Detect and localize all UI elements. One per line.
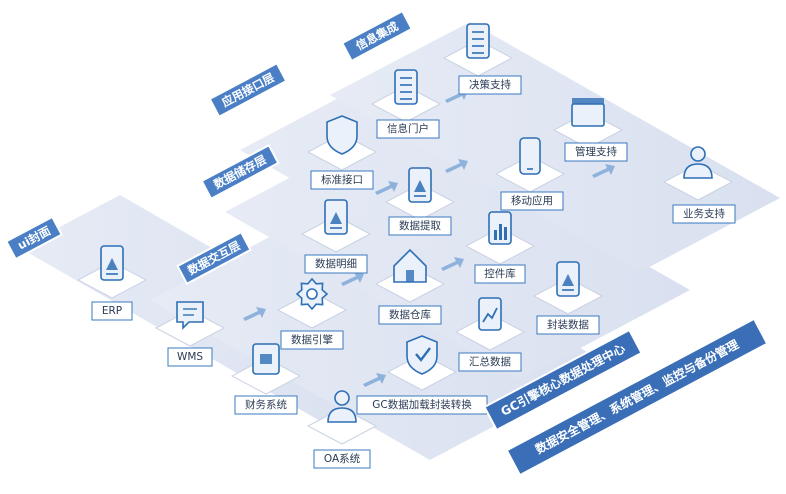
node-label: WMS <box>177 351 203 363</box>
node-warehouse: 数据仓库 <box>374 248 446 325</box>
node-label-box: 财务系统 <box>234 395 298 415</box>
node-label: OA系统 <box>324 452 361 465</box>
band-exchange <box>150 205 610 460</box>
node-tile <box>464 227 536 265</box>
user-icon <box>327 390 357 423</box>
node-erp: ERP <box>76 245 148 321</box>
node-mobile: 移动应用 <box>494 137 566 211</box>
gear-icon <box>295 277 329 311</box>
barchart-icon <box>488 211 512 245</box>
card-icon <box>252 343 280 375</box>
node-label: 数据仓库 <box>389 308 431 321</box>
node-label-box: 数据提取 <box>388 216 452 236</box>
doc-icon <box>556 261 580 297</box>
node-label: 管理支持 <box>575 145 617 158</box>
node-label-box: OA系统 <box>313 449 371 469</box>
node-oa: OA系统 <box>306 390 378 469</box>
arrow-icon <box>375 181 398 195</box>
node-summary: 汇总数据 <box>454 297 526 372</box>
node-widget-lib: 控件库 <box>464 211 536 284</box>
folder-icon <box>571 98 605 127</box>
list-icon <box>466 23 490 59</box>
node-tile <box>154 309 226 347</box>
node-label-box: 管理支持 <box>564 142 628 162</box>
chart-icon <box>478 297 502 331</box>
node-label-box: 决策支持 <box>458 75 522 95</box>
house-icon <box>393 248 427 283</box>
node-label-box: 封装数据 <box>536 315 600 335</box>
node-tile <box>306 407 378 445</box>
node-management: 管理支持 <box>552 98 628 162</box>
node-label-box: ERP <box>91 301 133 321</box>
arrow-icon <box>341 272 364 286</box>
node-label: 信息门户 <box>387 122 429 135</box>
arrow-icon <box>445 159 468 173</box>
layer-tag-interface: 应用接口层 <box>208 61 288 119</box>
nodes: ERP WMS 财务系统 OA系统 数据引擎 GC数据加载封装转换 数据明细数据仓库汇总数据… <box>76 23 736 469</box>
node-label-box: GC数据加载封装转换 <box>356 395 488 415</box>
band-integration <box>330 22 780 272</box>
node-label: 标准接口 <box>321 173 363 186</box>
doc-icon <box>100 245 124 281</box>
doc-icon <box>408 167 432 203</box>
node-label-box: 控件库 <box>474 264 526 284</box>
node-label: 决策支持 <box>469 78 511 91</box>
node-gc-convert: GC数据加载封装转换 <box>356 335 488 415</box>
node-label: 数据明细 <box>315 257 357 270</box>
node-extract: 数据提取 <box>384 167 456 236</box>
node-tile <box>374 265 446 303</box>
arrow-icon <box>363 373 386 387</box>
shield-icon <box>406 335 438 375</box>
arrow-icon <box>441 257 464 271</box>
node-finance: 财务系统 <box>230 343 302 415</box>
arrow-icon <box>243 307 266 321</box>
node-engine: 数据引擎 <box>276 277 348 350</box>
node-label: 财务系统 <box>245 398 287 411</box>
node-label: 控件库 <box>484 267 516 280</box>
node-label-box: 移动应用 <box>500 191 564 211</box>
node-label-box: 数据仓库 <box>378 305 442 325</box>
user-icon <box>683 146 713 179</box>
node-label: ERP <box>102 305 122 317</box>
node-label-box: WMS <box>167 347 213 367</box>
node-label: 封装数据 <box>547 318 589 331</box>
layer-tag-integration: 信息集成 <box>340 9 414 63</box>
node-label-box: 数据引擎 <box>280 330 344 350</box>
node-label-box: 信息门户 <box>376 119 440 139</box>
shield2-icon <box>326 115 358 155</box>
node-package: 封装数据 <box>532 261 604 335</box>
node-tile <box>230 357 302 395</box>
node-portal: 信息门户 <box>370 69 442 139</box>
node-tile <box>454 313 526 351</box>
arrow-icon <box>592 164 615 178</box>
chat-icon <box>176 301 204 330</box>
node-label-box: 业务支持 <box>672 204 736 224</box>
node-label: 数据提取 <box>399 219 441 232</box>
node-wms: WMS <box>154 301 226 367</box>
list-icon <box>394 69 418 105</box>
node-label: 数据引擎 <box>291 333 333 346</box>
node-label: 移动应用 <box>511 194 553 207</box>
band-interface <box>240 55 720 320</box>
node-decision: 决策支持 <box>442 23 522 95</box>
node-detail: 数据明细 <box>300 199 372 274</box>
node-business: 业务支持 <box>662 146 736 224</box>
node-tile <box>662 163 734 201</box>
node-label: GC数据加载封装转换 <box>372 398 472 411</box>
node-label-box: 数据明细 <box>304 254 368 274</box>
phone-icon <box>519 137 541 175</box>
node-label: 业务支持 <box>683 207 725 220</box>
node-std-interface: 标准接口 <box>306 115 378 190</box>
node-label-box: 汇总数据 <box>458 352 522 372</box>
node-label-box: 标准接口 <box>310 170 374 190</box>
node-label: 汇总数据 <box>469 355 511 368</box>
flow-arrows <box>243 89 615 387</box>
doc-icon <box>324 199 348 235</box>
